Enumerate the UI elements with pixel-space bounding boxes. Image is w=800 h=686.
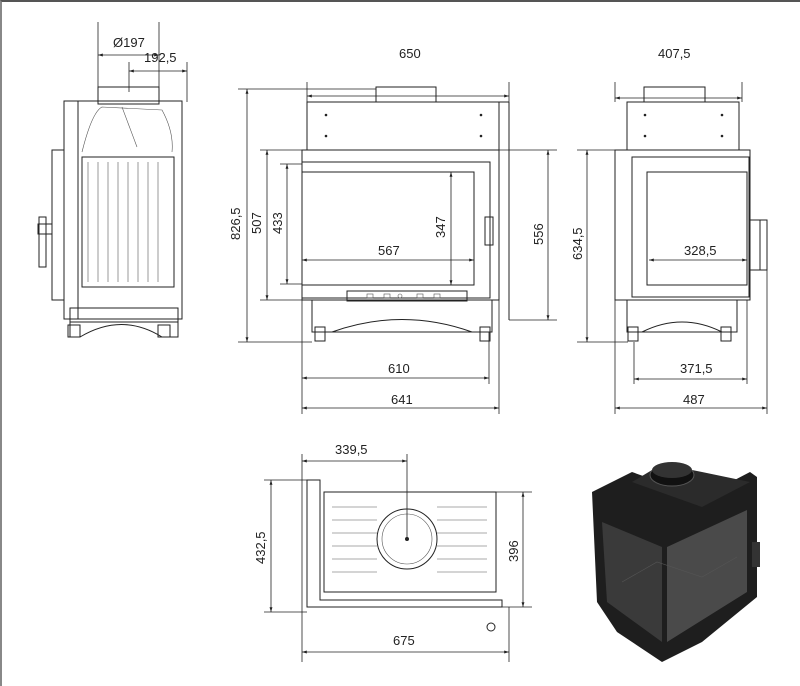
dim-plan-width: 675 xyxy=(393,633,415,648)
dim-front-glass-width: 567 xyxy=(378,243,400,258)
dim-front-side-height: 556 xyxy=(531,223,546,245)
side-view: Ø197 192,5 xyxy=(37,22,188,338)
dim-right-total-height: 634,5 xyxy=(570,227,585,260)
dim-front-base-width: 610 xyxy=(388,361,410,376)
product-render xyxy=(592,462,760,662)
dim-front-glass-height: 347 xyxy=(433,216,448,238)
dim-front-body-height: 507 xyxy=(249,212,264,234)
dim-front-door-height: 433 xyxy=(270,212,285,234)
dim-flue-diameter: Ø197 xyxy=(113,35,145,50)
dim-right-top-width: 407,5 xyxy=(658,46,691,61)
dim-plan-depth: 432,5 xyxy=(253,531,268,564)
front-view: 650 826,5 507 433 347 567 556 610 641 xyxy=(228,46,557,414)
dim-flue-offset: 192,5 xyxy=(144,50,177,65)
right-view: 407,5 634,5 328,5 371,5 487 xyxy=(570,46,768,414)
plan-view: 339,5 432,5 396 675 xyxy=(253,442,532,662)
dim-right-glass-width: 328,5 xyxy=(684,243,717,258)
dim-front-total-height: 826,5 xyxy=(228,207,243,240)
dim-plan-inner-depth: 396 xyxy=(506,540,521,562)
dim-right-base-width: 371,5 xyxy=(680,361,713,376)
dim-plan-flue-offset: 339,5 xyxy=(335,442,368,457)
dim-front-overall-width: 641 xyxy=(391,392,413,407)
dim-right-overall-width: 487 xyxy=(683,392,705,407)
dim-front-top-width: 650 xyxy=(399,46,421,61)
